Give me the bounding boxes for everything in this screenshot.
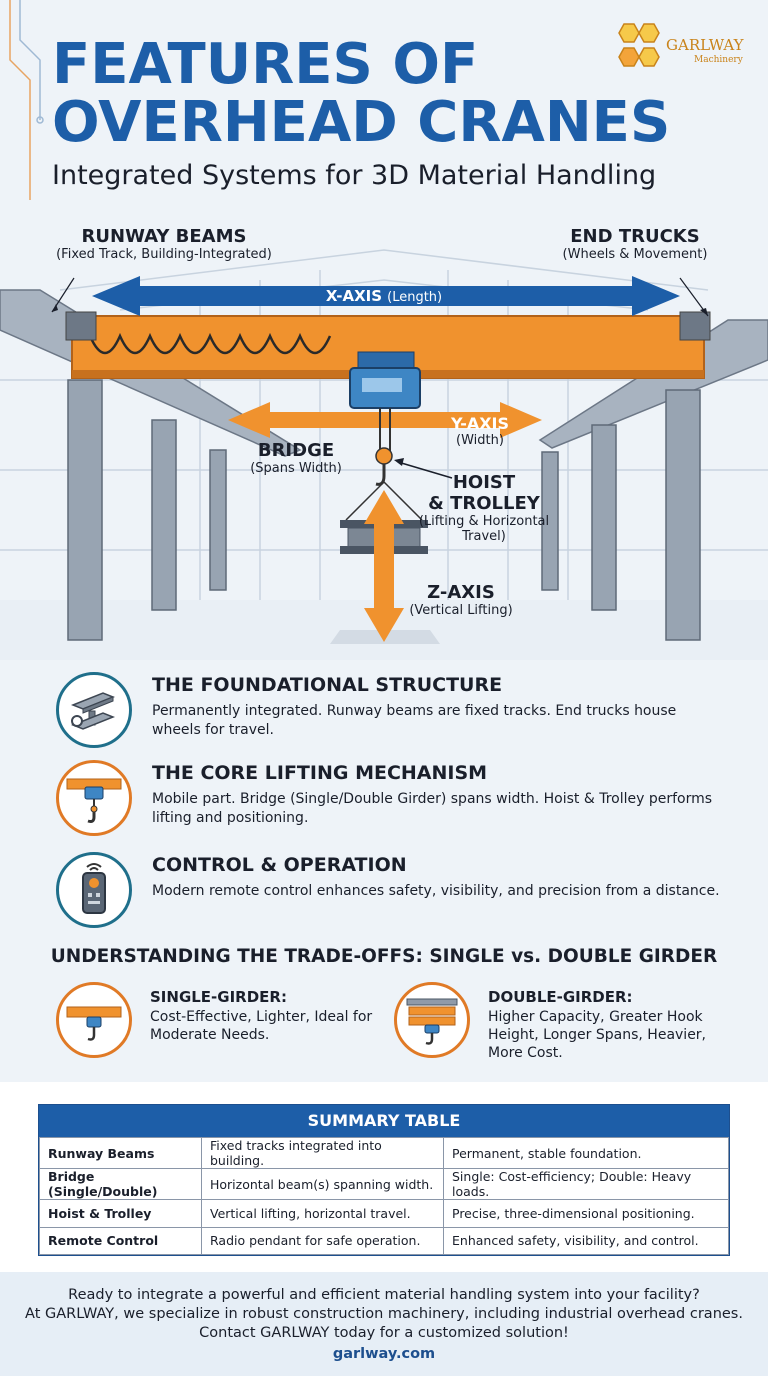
double-girder-title: DOUBLE-GIRDER: bbox=[488, 988, 633, 1006]
end-trucks-title: END TRUCKS bbox=[570, 226, 700, 247]
z-axis-title: Z-AXIS bbox=[427, 582, 495, 603]
runway-beams-title: RUNWAY BEAMS bbox=[81, 226, 247, 247]
footer-line-1: Ready to integrate a powerful and effici… bbox=[68, 1287, 700, 1303]
table-cell: Single: Cost-efficiency; Double: Heavy l… bbox=[443, 1168, 729, 1200]
summary-table-section: SUMMARY TABLE Runway Beams Fixed tracks … bbox=[0, 1082, 768, 1272]
label-y-axis: Y-AXIS (Width) bbox=[436, 414, 524, 448]
cable-festoon bbox=[88, 332, 332, 355]
feature-desc: Modern remote control enhances safety, v… bbox=[152, 883, 720, 899]
table-row: Runway Beams Fixed tracks integrated int… bbox=[39, 1137, 729, 1169]
table-cell: Runway Beams bbox=[39, 1137, 202, 1169]
table-cell: Fixed tracks integrated into building. bbox=[201, 1137, 444, 1169]
y-axis-title: Y-AXIS bbox=[450, 414, 510, 433]
single-girder-desc: Cost-Effective, Lighter, Ideal for Moder… bbox=[150, 1009, 373, 1043]
feature-desc: Permanently integrated. Runway beams are… bbox=[152, 703, 677, 738]
table-cell: Vertical lifting, horizontal travel. bbox=[201, 1199, 444, 1228]
table-cell: Enhanced safety, visibility, and control… bbox=[443, 1226, 729, 1255]
summary-table: SUMMARY TABLE Runway Beams Fixed tracks … bbox=[38, 1104, 730, 1256]
single-girder-card: SINGLE-GIRDER: Cost-Effective, Lighter, … bbox=[56, 982, 386, 1072]
table-cell: Hoist & Trolley bbox=[39, 1199, 202, 1228]
pointer-hoist bbox=[397, 461, 453, 479]
hoist-title-1: HOIST bbox=[452, 472, 516, 493]
footer-website-link[interactable]: garlway.com bbox=[332, 1346, 436, 1362]
logo-hexagon-icon bbox=[618, 23, 660, 67]
hoist-title-2: & TROLLEY bbox=[428, 493, 540, 514]
footer-text: Ready to integrate a powerful and effici… bbox=[0, 1286, 768, 1343]
feature-title: THE CORE LIFTING MECHANISM bbox=[152, 762, 488, 784]
i-beam-icon bbox=[56, 672, 132, 748]
feature-foundational-structure: THE FOUNDATIONAL STRUCTURE Permanently i… bbox=[56, 672, 736, 752]
feature-desc: Mobile part. Bridge (Single/Double Girde… bbox=[152, 791, 713, 826]
footer-line-3: Contact GARLWAY today for a customized s… bbox=[199, 1325, 569, 1341]
single-girder-title: SINGLE-GIRDER: bbox=[150, 988, 287, 1006]
double-girder-card: DOUBLE-GIRDER: Higher Capacity, Greater … bbox=[394, 982, 724, 1072]
circuit-decoration-top-left bbox=[9, 0, 44, 200]
feature-title: THE FOUNDATIONAL STRUCTURE bbox=[152, 674, 503, 696]
double-girder-icon bbox=[394, 982, 470, 1058]
garlway-logo bbox=[618, 23, 660, 67]
z-axis-sub: (Vertical Lifting) bbox=[409, 603, 513, 618]
page-subtitle: Integrated Systems for 3D Material Handl… bbox=[52, 160, 657, 191]
end-trucks-sub: (Wheels & Movement) bbox=[562, 247, 708, 262]
feature-core-lifting-mechanism: THE CORE LIFTING MECHANISM Mobile part. … bbox=[56, 760, 736, 840]
table-cell: Remote Control bbox=[39, 1226, 202, 1255]
y-axis-arrow bbox=[228, 402, 542, 438]
bridge-title: BRIDGE bbox=[257, 440, 335, 461]
table-cell: Precise, three-dimensional positioning. bbox=[443, 1199, 729, 1228]
bridge-sub: (Spans Width) bbox=[250, 461, 342, 476]
x-axis-arrow bbox=[92, 276, 680, 316]
x-axis-sub: (Length) bbox=[387, 290, 443, 305]
label-runway-beams: RUNWAY BEAMS (Fixed Track, Building-Inte… bbox=[44, 226, 284, 262]
label-hoist-trolley: HOIST & TROLLEY (Lifting & Horizontal Tr… bbox=[404, 472, 564, 544]
label-z-axis: Z-AXIS (Vertical Lifting) bbox=[396, 582, 526, 618]
table-row: Bridge (Single/Double) Horizontal beam(s… bbox=[39, 1168, 729, 1200]
label-bridge: BRIDGE (Spans Width) bbox=[236, 440, 356, 476]
table-row: Hoist & Trolley Vertical lifting, horizo… bbox=[39, 1199, 729, 1228]
tradeoffs-title: UNDERSTANDING THE TRADE-OFFS: SINGLE vs.… bbox=[50, 946, 718, 967]
logo-name: GARLWAY bbox=[666, 36, 744, 54]
table-cell: Radio pendant for safe operation. bbox=[201, 1226, 444, 1255]
title-line-2: OVERHEAD CRANES bbox=[52, 90, 671, 155]
support-columns bbox=[67, 379, 701, 641]
end-truck-left bbox=[65, 311, 97, 341]
remote-control-icon bbox=[56, 852, 132, 928]
label-x-axis: X-AXIS (Length) bbox=[284, 286, 484, 305]
footer-line-2: At GARLWAY, we specialize in robust cons… bbox=[25, 1306, 743, 1322]
table-cell: Bridge (Single/Double) bbox=[39, 1168, 202, 1200]
z-axis-arrow bbox=[364, 490, 404, 642]
feature-title: CONTROL & OPERATION bbox=[152, 854, 407, 876]
overhead-crane-diagram bbox=[0, 249, 768, 660]
feature-control-operation: CONTROL & OPERATION Modern remote contro… bbox=[56, 852, 736, 932]
hoist-hook-icon bbox=[56, 760, 132, 836]
table-row: Remote Control Radio pendant for safe op… bbox=[39, 1226, 729, 1255]
single-girder-icon bbox=[56, 982, 132, 1058]
table-cell: Horizontal beam(s) spanning width. bbox=[201, 1168, 444, 1200]
y-axis-sub: (Width) bbox=[456, 433, 504, 448]
hoist-sub-1: (Lifting & Horizontal bbox=[418, 514, 550, 529]
summary-table-title: SUMMARY TABLE bbox=[39, 1105, 729, 1137]
label-end-trucks: END TRUCKS (Wheels & Movement) bbox=[540, 226, 730, 262]
runway-beams-sub: (Fixed Track, Building-Integrated) bbox=[56, 247, 272, 262]
x-axis-title: X-AXIS bbox=[325, 287, 383, 305]
summary-table-body: Runway Beams Fixed tracks integrated int… bbox=[39, 1137, 729, 1255]
hoist-sub-2: Travel) bbox=[462, 529, 506, 544]
double-girder-desc: Higher Capacity, Greater Hook Height, Lo… bbox=[488, 1009, 707, 1061]
logo-sub: Machinery bbox=[694, 55, 743, 65]
end-truck-right bbox=[679, 311, 711, 341]
runway-beam-right bbox=[538, 319, 768, 449]
table-cell: Permanent, stable foundation. bbox=[443, 1137, 729, 1169]
footer-cta: Ready to integrate a powerful and effici… bbox=[0, 1272, 768, 1376]
page-title: FEATURES OF OVERHEAD CRANES bbox=[52, 36, 692, 152]
title-line-1: FEATURES OF bbox=[52, 32, 479, 97]
